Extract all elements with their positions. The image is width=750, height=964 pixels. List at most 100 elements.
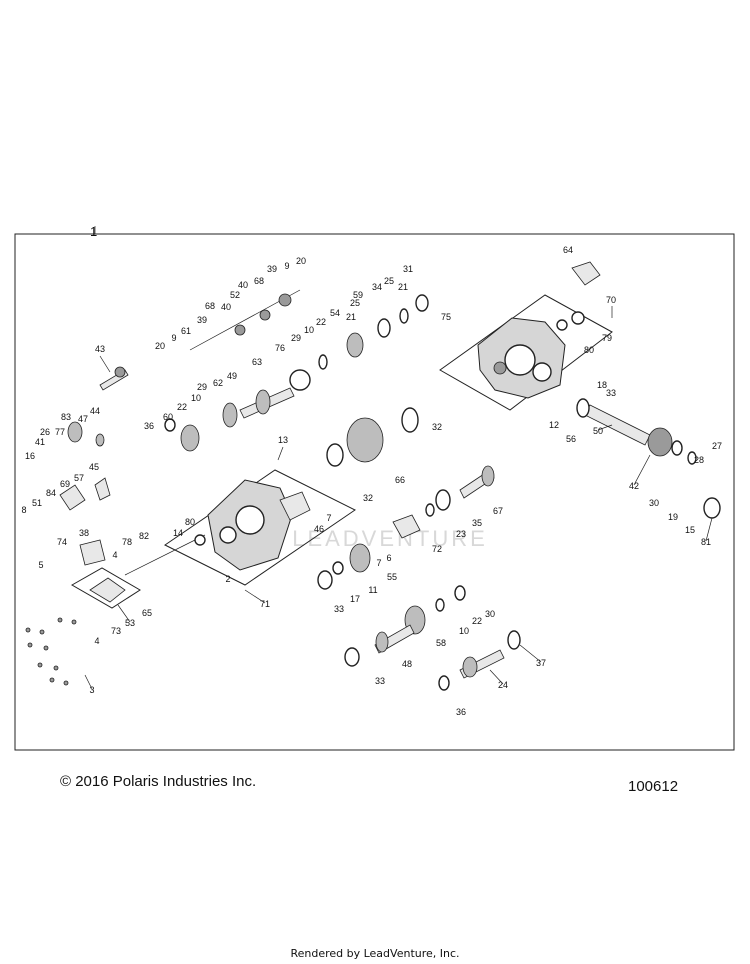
callout: 69 [60, 479, 70, 489]
callout: 84 [46, 488, 56, 498]
callout: 33 [606, 388, 616, 398]
callout: 33 [375, 676, 385, 686]
callout: 27 [712, 441, 722, 451]
callout: 13 [278, 435, 288, 445]
callout: 41 [35, 437, 45, 447]
callout: 18 [597, 380, 607, 390]
callout: 81 [701, 537, 711, 547]
callout: 68 [254, 276, 264, 286]
callout: 83 [61, 412, 71, 422]
callout: 14 [173, 528, 183, 538]
callout: 45 [89, 462, 99, 472]
callout: 37 [536, 658, 546, 668]
callout: 10 [459, 626, 469, 636]
transmission-case-half-left [207, 479, 311, 571]
cover-72 [392, 514, 421, 539]
callout: 9 [171, 333, 176, 343]
callout: 77 [55, 427, 65, 437]
callout: 7 [376, 558, 381, 568]
footer-credit: Rendered by LeadVenture, Inc. [290, 947, 460, 960]
callout: 32 [363, 493, 373, 503]
callout: 82 [139, 531, 149, 541]
callout: 59 [353, 290, 363, 300]
callout: 56 [566, 434, 576, 444]
callout: 55 [387, 572, 397, 582]
callout: 40 [238, 280, 248, 290]
callout: 62 [213, 378, 223, 388]
callout: 63 [252, 357, 262, 367]
main-assembly-label: 1 [90, 224, 98, 239]
callout: 35 [472, 518, 482, 528]
input-shaft-row [289, 294, 429, 391]
callout: 49 [227, 371, 237, 381]
callout: 53 [125, 618, 135, 628]
callout: 4 [94, 636, 99, 646]
callout: 22 [177, 402, 187, 412]
callout: 54 [330, 308, 340, 318]
gear-66 [326, 407, 419, 467]
callout: 43 [95, 344, 105, 354]
callout: 24 [498, 680, 508, 690]
callout: 28 [694, 455, 704, 465]
callout: 8 [21, 505, 26, 515]
callout: 73 [111, 626, 121, 636]
callout: 29 [291, 333, 301, 343]
callout: 2 [225, 574, 230, 584]
callout: 17 [350, 594, 360, 604]
callout: 58 [436, 638, 446, 648]
shaft-24 [438, 630, 521, 691]
callout: 39 [197, 315, 207, 325]
housing-box-65 [70, 567, 141, 609]
callout: 74 [57, 537, 67, 547]
callout: 20 [296, 256, 306, 266]
callout: 67 [493, 506, 503, 516]
callout: 36 [144, 421, 154, 431]
callout: 21 [346, 312, 356, 322]
fasteners [25, 617, 77, 686]
seal-79 [571, 311, 585, 325]
callout: 68 [205, 301, 215, 311]
callout: 52 [230, 290, 240, 300]
callout: 10 [304, 325, 314, 335]
callout: 72 [432, 544, 442, 554]
diagram-frame [14, 233, 735, 751]
shift-shaft-43 [99, 366, 129, 391]
callout: 20 [155, 341, 165, 351]
callout: 11 [368, 585, 377, 595]
callout: 31 [403, 264, 413, 274]
callout: 10 [191, 393, 201, 403]
shaft-48 [344, 624, 415, 667]
callout: 38 [79, 528, 89, 538]
callout: 9 [284, 261, 289, 271]
callout: 66 [395, 475, 405, 485]
callout: 22 [316, 317, 326, 327]
callout: 50 [593, 426, 603, 436]
callout: 75 [441, 312, 451, 322]
callout: 36 [456, 707, 466, 717]
callout: 57 [74, 473, 84, 483]
housing-65 [89, 577, 126, 603]
callout: 80 [185, 517, 195, 527]
callout: 29 [197, 382, 207, 392]
callout: 4 [112, 550, 117, 560]
callout: 33 [334, 604, 344, 614]
callout: 47 [78, 414, 88, 424]
callout: 21 [398, 282, 408, 292]
callout: 39 [267, 264, 277, 274]
callout: 46 [314, 524, 324, 534]
callout: 76 [275, 343, 285, 353]
callouts: 43 20 9 61 39 68 40 52 40 39 68 9 20 59 … [21, 245, 722, 717]
callout: 34 [372, 282, 382, 292]
gear-55 [317, 543, 371, 590]
callout: 71 [260, 599, 270, 609]
callout: 23 [456, 529, 466, 539]
callout: 61 [181, 326, 191, 336]
detent-assembly-left [59, 421, 111, 566]
callout: 6 [386, 553, 391, 563]
watermark-text: LEADVENTURE [292, 526, 488, 551]
shaft-49 [164, 387, 295, 452]
callout: 32 [432, 422, 442, 432]
callout: 64 [563, 245, 573, 255]
callout: 15 [685, 525, 695, 535]
callout: 26 [40, 427, 50, 437]
